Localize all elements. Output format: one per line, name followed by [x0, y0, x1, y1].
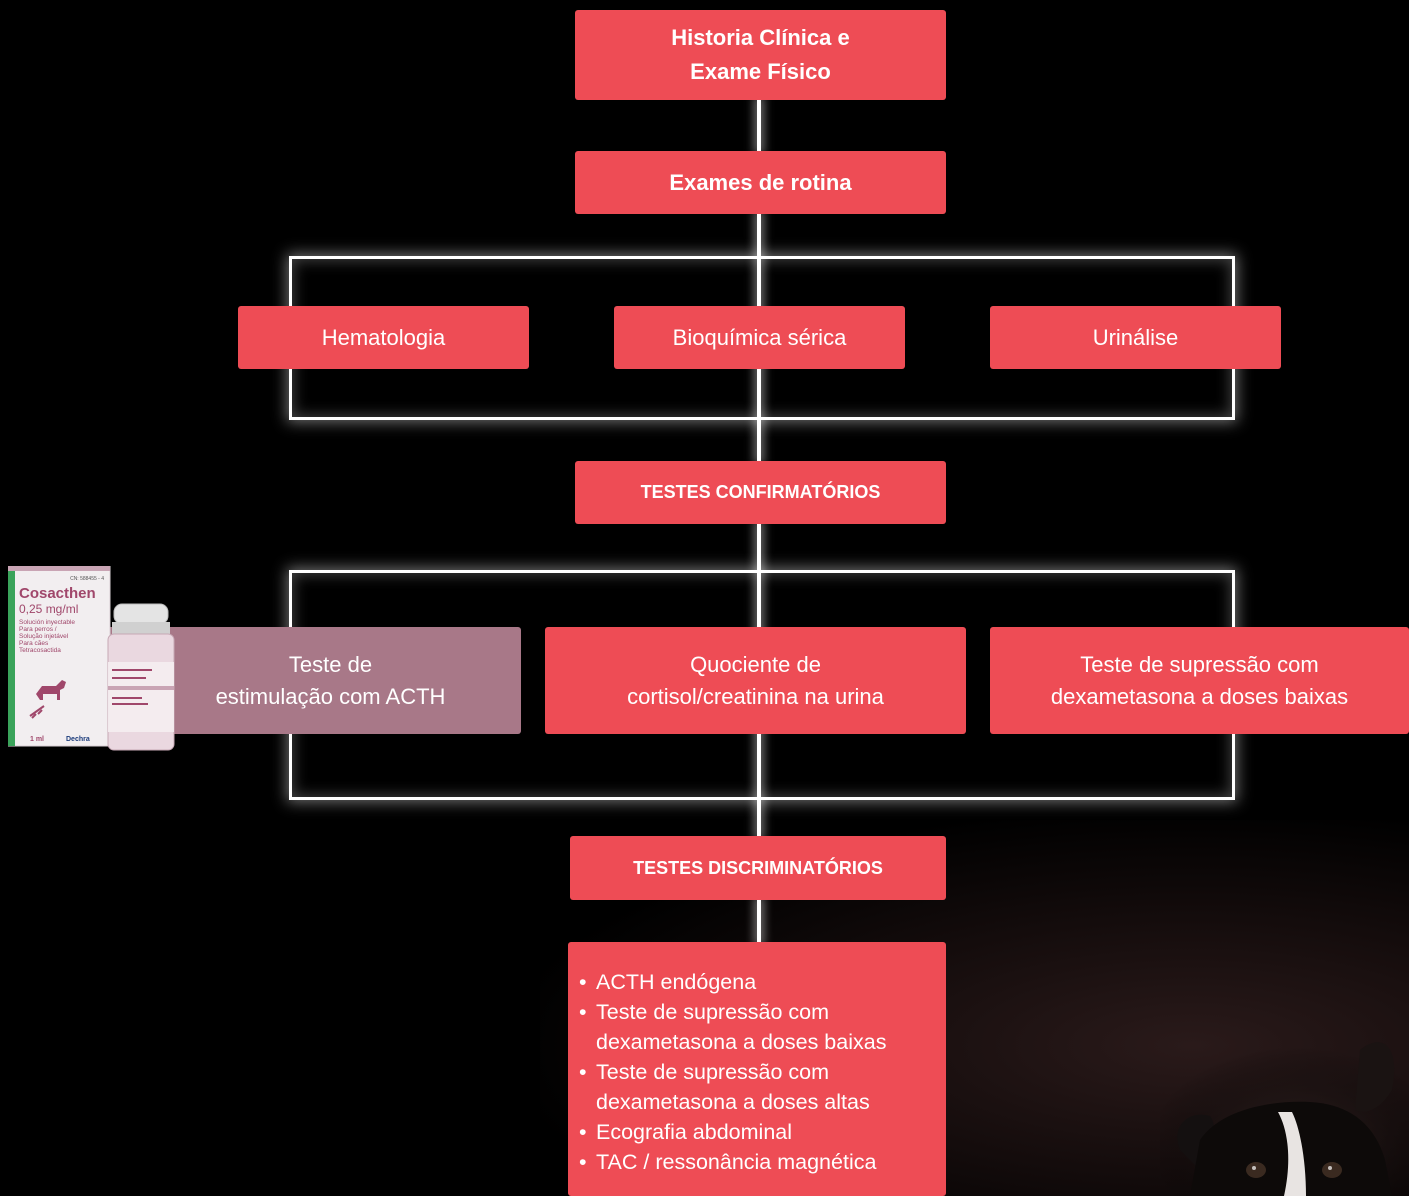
list-item: ACTH endógena [576, 967, 946, 997]
confirmatory-test-line2: estimulação com ACTH [215, 683, 446, 709]
confirmatory-test-line1: Quociente de [690, 651, 821, 677]
discriminatory-tests-box: TESTES DISCRIMINATÓRIOS [570, 836, 946, 900]
product-desc-4: Para cães [19, 640, 49, 647]
routine-test-hematology: Hematologia [238, 306, 529, 369]
list-item: TAC / ressonância magnética [576, 1147, 946, 1177]
history-exam-line2: Exame Físico [690, 59, 831, 84]
routine-exams-label: Exames de rotina [669, 169, 852, 195]
dog-blaze [1278, 1112, 1306, 1196]
discriminatory-tests-label: TESTES DISCRIMINATÓRIOS [633, 857, 883, 878]
history-exam-box: Historia Clínica e Exame Físico [575, 10, 946, 100]
confirmatory-tests-label: TESTES CONFIRMATÓRIOS [640, 482, 881, 502]
list-item-text: TAC / ressonância magnética [596, 1150, 877, 1174]
routine-test-urinalysis: Urinálise [990, 306, 1281, 369]
product-maker-text: Dechra [66, 736, 90, 743]
routine-test-biochemistry: Bioquímica sérica [614, 306, 905, 369]
discriminatory-tests-list: ACTH endógena Teste de supressão com dexa… [576, 967, 946, 1177]
list-item-line: dexametasona a doses baixas [596, 1030, 887, 1054]
dog-photo [1160, 1030, 1409, 1196]
product-desc-2: Para perros / [19, 626, 57, 633]
dog-right-ear [1355, 1042, 1395, 1112]
list-item-text: Ecografia abdominal [596, 1120, 793, 1144]
product-code-text: CN: 588455 - 4 [70, 576, 104, 582]
confirmatory-test-line2: dexametasona a doses baixas [1050, 683, 1349, 709]
confirmatory-test-line2: cortisol/creatinina na urina [627, 683, 884, 709]
product-desc-1: Solución inyectable [19, 619, 75, 626]
confirmatory-test-cortisol-creatinine: Quociente de cortisol/creatinina na urin… [545, 627, 966, 734]
dog-silhouette-icon [36, 680, 66, 700]
routine-exams-box: Exames de rotina [575, 151, 946, 214]
cosacthen-product-image: CN: 588455 - 4 Cosacthen 0,25 mg/ml Solu… [8, 566, 175, 751]
discriminatory-tests-list-box: ACTH endógena Teste de supressão com dexa… [568, 942, 946, 1196]
history-exam-line1: Historia Clínica e [671, 25, 850, 50]
list-item: Teste de supressão com dexametasona a dos… [576, 997, 946, 1057]
product-desc-3: Solução injetável [19, 633, 69, 640]
routine-test-label: Urinálise [1092, 324, 1179, 350]
list-item-line: Teste de supressão com [596, 1000, 830, 1024]
dog-right-eye [1322, 1162, 1342, 1178]
connector-top [757, 98, 761, 152]
confirmatory-test-line1: Teste de supressão com [1080, 651, 1319, 677]
product-desc-5: Tetracosactida [19, 647, 61, 654]
syringe-icon [29, 705, 45, 719]
vial-label-mark [112, 669, 152, 705]
list-item-line: dexametasona a doses altas [596, 1090, 870, 1114]
product-volume-text: 1 ml [30, 736, 44, 743]
product-brand-text: Cosacthen [19, 585, 96, 602]
confirmatory-tests-box: TESTES CONFIRMATÓRIOS [575, 461, 946, 524]
product-concentration-text: 0,25 mg/ml [19, 602, 78, 616]
list-item: Teste de supressão com dexametasona a dos… [576, 1057, 946, 1117]
confirmatory-test-line1: Teste de [288, 651, 373, 677]
routine-test-label: Bioquímica sérica [672, 324, 847, 350]
list-item: Ecografia abdominal [576, 1117, 946, 1147]
list-item-line: Teste de supressão com [596, 1060, 830, 1084]
connector-discriminatory [757, 898, 761, 944]
list-item-text: ACTH endógena [596, 970, 757, 994]
confirmatory-test-dexamethasone-low: Teste de supressão com dexametasona a do… [990, 627, 1409, 734]
dog-left-eye [1246, 1162, 1266, 1178]
routine-test-label: Hematologia [321, 324, 446, 350]
